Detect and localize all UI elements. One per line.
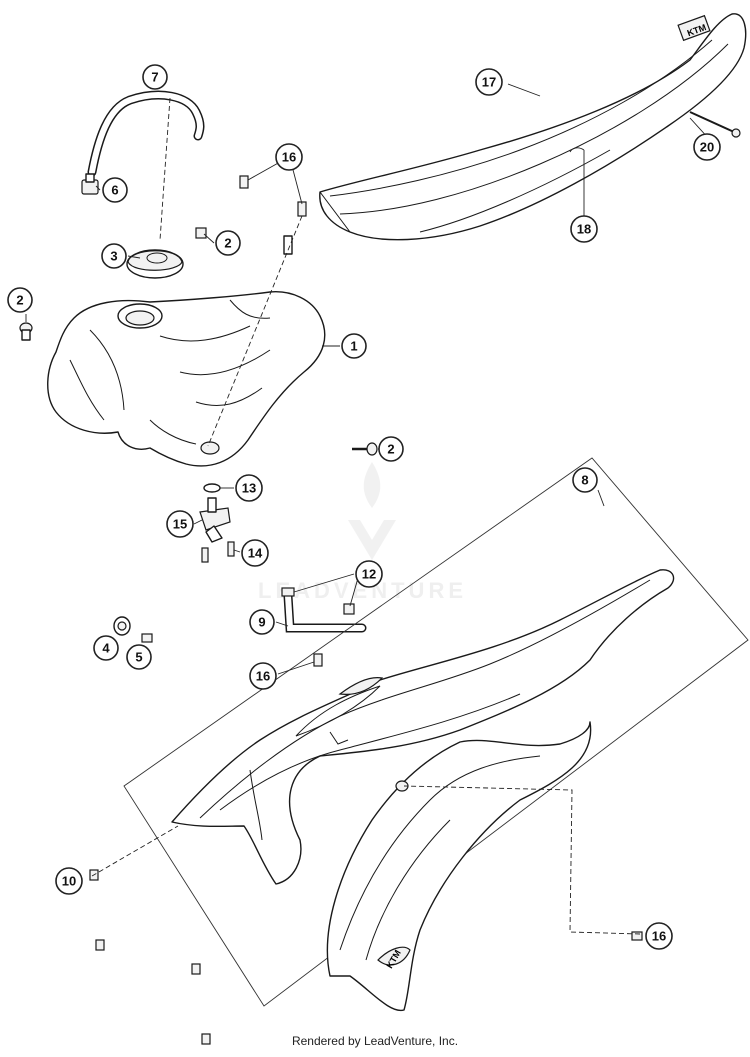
callout-label: 10 xyxy=(62,874,76,889)
callout-label: 5 xyxy=(135,650,142,665)
callout-label: 14 xyxy=(248,546,263,561)
callout-4: 4 xyxy=(93,635,119,661)
callout-16-bottom: 16 xyxy=(645,922,673,950)
callout-label: 9 xyxy=(258,615,265,630)
bolt-right xyxy=(352,442,378,456)
callout-label: 2 xyxy=(387,442,394,457)
callout-1: 1 xyxy=(341,333,367,359)
callout-label: 7 xyxy=(151,70,158,85)
callout-label: 12 xyxy=(362,567,376,582)
callout-18: 18 xyxy=(570,215,598,243)
callout-13: 13 xyxy=(235,474,263,502)
side-cover xyxy=(171,569,675,885)
callout-label: 16 xyxy=(256,669,270,684)
callout-14: 14 xyxy=(241,539,269,567)
bolt-left xyxy=(19,322,33,341)
fuel-tank xyxy=(47,291,326,467)
callout-10: 10 xyxy=(55,867,83,895)
callout-3: 3 xyxy=(101,243,127,269)
o-ring xyxy=(203,483,221,493)
callout-2-left: 2 xyxy=(7,287,33,313)
callout-label: 4 xyxy=(102,641,110,656)
callout-label: 3 xyxy=(110,249,117,264)
callout-9: 9 xyxy=(249,609,275,635)
callout-15: 15 xyxy=(166,510,194,538)
callout-label: 18 xyxy=(577,222,591,237)
radiator-shroud: KTM xyxy=(326,721,592,1012)
callout-16-top: 16 xyxy=(275,143,303,171)
hose-fitting xyxy=(81,173,99,195)
bushing-and-nut xyxy=(113,616,153,643)
fuel-hose xyxy=(87,90,205,177)
leader-lines xyxy=(25,83,711,935)
fuel-cap xyxy=(126,249,184,279)
fuel-line xyxy=(281,587,367,633)
fuel-tap xyxy=(199,497,231,543)
callout-5: 5 xyxy=(126,644,152,670)
callout-label: 6 xyxy=(111,183,118,198)
callout-2-right: 2 xyxy=(378,436,404,462)
callout-label: 20 xyxy=(700,140,714,155)
callout-label: 8 xyxy=(581,473,588,488)
callout-label: 17 xyxy=(482,75,496,90)
callout-8: 8 xyxy=(572,467,598,493)
callout-12: 12 xyxy=(355,560,383,588)
callout-16-middle: 16 xyxy=(249,662,277,690)
callout-label: 16 xyxy=(282,150,296,165)
callout-label: 1 xyxy=(350,339,357,354)
callout-label: 2 xyxy=(16,293,23,308)
callout-label: 16 xyxy=(652,929,666,944)
callout-label: 15 xyxy=(173,517,187,532)
callout-7: 7 xyxy=(142,64,168,90)
callout-label: 13 xyxy=(242,481,256,496)
render-credit: Rendered by LeadVenture, Inc. xyxy=(291,1034,459,1048)
callout-17: 17 xyxy=(475,68,503,96)
callout-20: 20 xyxy=(693,133,721,161)
callout-2-top: 2 xyxy=(215,230,241,256)
bolt-group-top xyxy=(195,175,307,255)
seat: KTM xyxy=(319,13,747,241)
callout-label: 2 xyxy=(224,236,231,251)
tap-screws xyxy=(201,541,235,563)
assembly-frame xyxy=(123,457,749,1007)
seat-bolt xyxy=(689,111,741,138)
bolt-middle xyxy=(313,653,323,667)
callout-6: 6 xyxy=(102,177,128,203)
